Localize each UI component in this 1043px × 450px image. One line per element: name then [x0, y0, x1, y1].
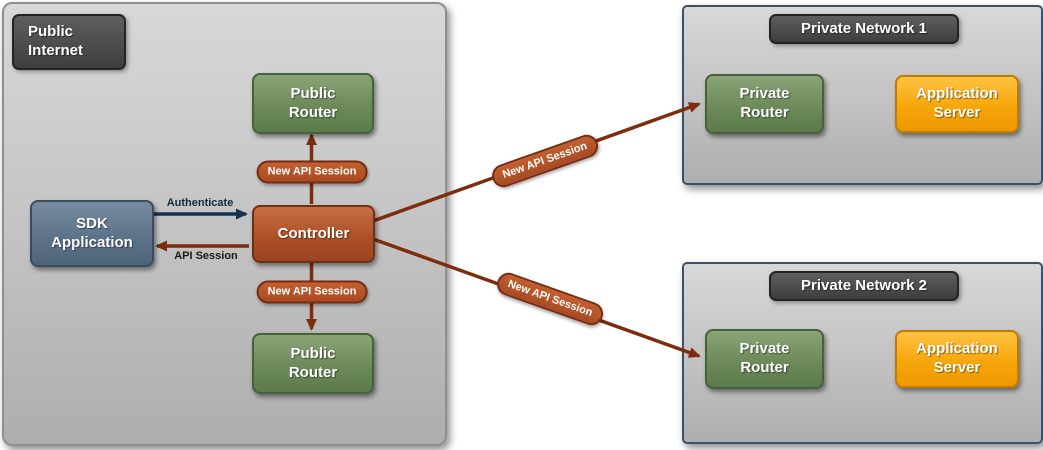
node-application-server-1: Application Server: [895, 75, 1019, 133]
node-application-server-2: Application Server: [895, 330, 1019, 388]
node-controller: Controller: [252, 205, 375, 263]
region-title-private-network-2: Private Network 2: [769, 271, 959, 301]
node-private-router-1: Private Router: [705, 74, 824, 134]
node-public-router-bottom: Public Router: [252, 333, 374, 394]
node-sdk-application: SDK Application: [30, 200, 154, 267]
edge-label-new-api-session-top: New API Session: [256, 160, 368, 184]
edge-label-new-api-session-network-1: New API Session: [488, 131, 602, 191]
edge-label-new-api-session-network-2: New API Session: [493, 269, 607, 329]
region-title-public-internet: Public Internet: [12, 14, 126, 70]
edge-label-new-api-session-bottom: New API Session: [256, 280, 368, 304]
node-private-router-2: Private Router: [705, 329, 824, 389]
node-public-router-top: Public Router: [252, 73, 374, 134]
region-title-private-network-1: Private Network 1: [769, 14, 959, 44]
edge-label-api-session: API Session: [174, 250, 238, 262]
edge-label-authenticate: Authenticate: [166, 197, 234, 209]
